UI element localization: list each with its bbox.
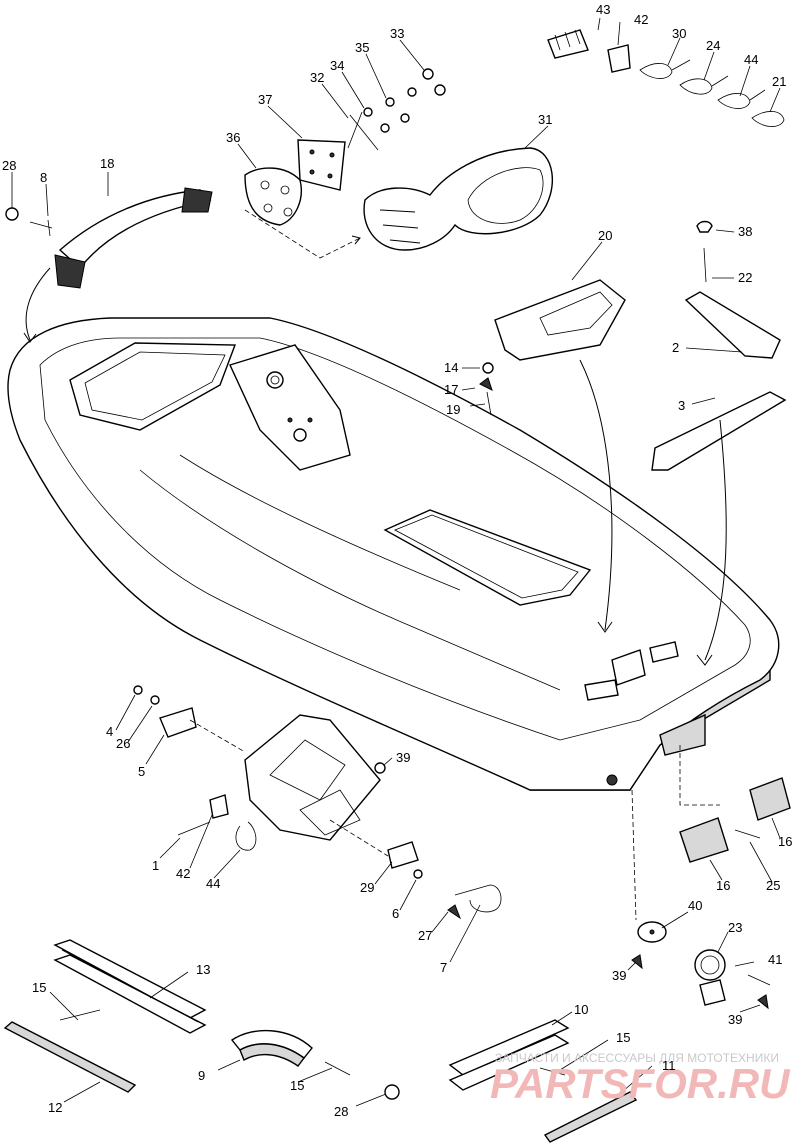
callout-40: 40: [688, 898, 702, 913]
drain-plug: [631, 789, 771, 1010]
callout-7: 7: [440, 960, 447, 975]
callout-28: 28: [2, 158, 16, 173]
callout-37: 37: [258, 92, 272, 107]
callout-11: 11: [662, 1058, 676, 1073]
callout-15-left: 15: [32, 980, 46, 995]
callout-30: 30: [672, 26, 686, 41]
callout-3: 3: [678, 398, 685, 413]
callout-39-drain: 39: [612, 968, 626, 983]
callout-32: 32: [310, 70, 324, 85]
callout-17: 17: [444, 382, 458, 397]
callout-14: 14: [444, 360, 458, 375]
callout-15-right: 15: [616, 1030, 630, 1045]
callout-42: 42: [634, 12, 648, 27]
callout-25: 25: [766, 878, 780, 893]
callout-12: 12: [48, 1100, 62, 1115]
callout-43: 43: [596, 2, 610, 17]
watermark-tagline: ЗАПЧАСТИ И АКСЕССУАРЫ ДЛЯ МОТОТЕХНИКИ: [495, 1051, 779, 1065]
grip-pads: [679, 745, 791, 863]
callout-6: 6: [392, 906, 399, 921]
clamp: [230, 1029, 400, 1100]
callout-1: 1: [152, 858, 159, 873]
rear-plates: [651, 220, 787, 666]
callout-42-lower: 42: [176, 866, 190, 881]
callout-16-upper: 16: [778, 834, 792, 849]
callout-4: 4: [106, 724, 113, 739]
callout-35: 35: [355, 40, 369, 55]
mirror-assembly: [244, 68, 554, 259]
callout-19: 19: [446, 402, 460, 417]
callout-36: 36: [226, 130, 240, 145]
lower-bracket: [133, 685, 502, 920]
callout-8: 8: [40, 170, 47, 185]
callout-33: 33: [390, 26, 404, 41]
watermark-site: PARTSFOR.RU: [490, 1060, 791, 1107]
callout-26: 26: [116, 736, 130, 751]
callout-23: 23: [728, 920, 742, 935]
rails-right: [448, 1019, 638, 1143]
callout-20: 20: [598, 228, 612, 243]
front-handle: [5, 187, 213, 343]
callout-38: 38: [738, 224, 752, 239]
callout-16-lower: 16: [716, 878, 730, 893]
callout-44-lower: 44: [206, 876, 220, 891]
rails-left: [3, 939, 207, 1093]
callout-2: 2: [672, 340, 679, 355]
callout-24: 24: [706, 38, 720, 53]
callout-34: 34: [330, 58, 344, 73]
clips-ties: [547, 29, 785, 127]
callout-39-plug: 39: [728, 1012, 742, 1027]
storage-pad: [479, 279, 626, 633]
leader-lines: [11, 17, 781, 1107]
callout-5: 5: [138, 764, 145, 779]
watermark: ЗАПЧАСТИ И АКСЕССУАРЫ ДЛЯ МОТОТЕХНИКИ PA…: [490, 1051, 791, 1107]
callout-44: 44: [744, 52, 758, 67]
callout-31: 31: [538, 112, 552, 127]
callout-13: 13: [196, 962, 210, 977]
callout-10: 10: [574, 1002, 588, 1017]
callout-labels: 43 42 30 24 44 21 33 35 34 32 37 36 31 2…: [2, 2, 792, 1119]
callout-22: 22: [738, 270, 752, 285]
callout-21: 21: [772, 74, 786, 89]
callout-15-mid: 15: [290, 1078, 304, 1093]
callout-18: 18: [100, 156, 114, 171]
callout-27: 27: [418, 928, 432, 943]
callout-28-lower: 28: [334, 1104, 348, 1119]
callout-41: 41: [768, 952, 782, 967]
callout-29: 29: [360, 880, 374, 895]
callout-39: 39: [396, 750, 410, 765]
callout-9: 9: [198, 1068, 205, 1083]
hull-body: [7, 317, 780, 791]
